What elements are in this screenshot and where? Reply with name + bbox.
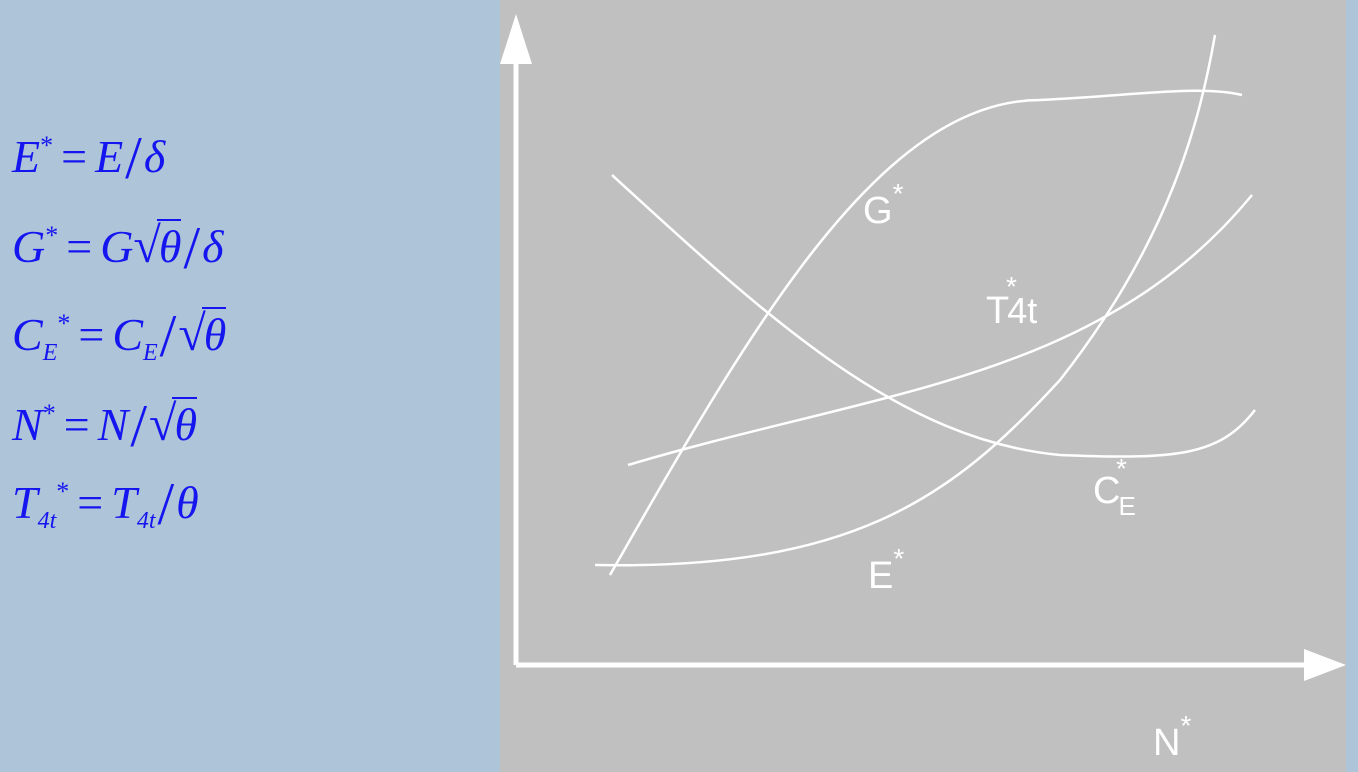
ce-star-curve — [611, 174, 1256, 458]
equation-lhs-superscript: * — [40, 130, 54, 160]
label-g-star: G* — [863, 178, 904, 232]
equation-rhs-subscript: 4t — [136, 508, 156, 535]
equals-sign: = — [77, 477, 104, 528]
t4t-star-curve — [627, 194, 1253, 467]
performance-curves-diagram: G* T4t * CE * E* N* — [500, 0, 1346, 772]
label-ce-star: CE — [1093, 470, 1136, 521]
equals-sign: = — [66, 221, 93, 272]
x-axis-arrowhead — [1304, 649, 1346, 681]
equation-rhs-symbol: N — [97, 399, 129, 450]
equation-lhs-subscript: E — [42, 340, 58, 367]
equation-rhs-symbol: C — [112, 309, 143, 360]
equation-e-star: E*=E/δ — [12, 122, 166, 188]
equation-lhs-superscript: * — [57, 308, 71, 338]
equation-lhs-superscript: * — [45, 220, 59, 250]
equation-rhs-symbol: δ — [143, 131, 166, 182]
equation-rhs-symbol: θ — [176, 477, 199, 528]
equation-lhs-symbol: E — [12, 131, 41, 182]
equation-rhs-symbol: G — [100, 221, 134, 272]
equation-lhs-superscript: * — [56, 476, 70, 506]
equals-sign: = — [61, 131, 88, 182]
equation-rhs-symbol: δ — [202, 221, 224, 272]
label-e-star: E* — [868, 543, 904, 597]
radical-sign: √ — [133, 217, 161, 273]
radical-argument: θ — [172, 397, 198, 450]
equation-rhs-symbol: E — [95, 131, 124, 182]
division-slash: / — [157, 471, 175, 537]
division-slash: / — [159, 303, 177, 369]
label-ce-star-asterisk: * — [1116, 453, 1127, 484]
square-root: √θ — [178, 305, 227, 361]
radical-argument: θ — [156, 219, 182, 272]
equation-t4t-star: T4t*=T4t/θ — [12, 468, 199, 537]
e-star-curve — [594, 34, 1217, 567]
division-slash: / — [183, 215, 201, 281]
radical-sign: √ — [178, 305, 206, 361]
radical-sign: √ — [149, 395, 177, 451]
equation-list: E*=E/δ G*=G√θ/δ CE*=CE/√θ N*=N/√θ T4t*=T… — [0, 0, 480, 772]
g-star-curve — [608, 89, 1243, 576]
equation-rhs-symbol: T — [111, 477, 137, 528]
label-t4t-star: T4t — [986, 290, 1037, 332]
label-t4t-star-asterisk: * — [1006, 271, 1017, 302]
division-slash: / — [130, 393, 147, 459]
y-axis-arrowhead — [500, 14, 532, 64]
equation-n-star: N*=N/√θ — [12, 390, 198, 456]
equation-lhs-subscript: 4t — [37, 508, 57, 535]
equation-lhs-symbol: N — [12, 399, 43, 450]
equals-sign: = — [63, 399, 90, 450]
equals-sign: = — [78, 309, 105, 360]
equation-g-star: G*=G√θ/δ — [12, 212, 224, 278]
radical-argument: θ — [201, 307, 227, 360]
equation-ce-star: CE*=CE/√θ — [12, 300, 227, 369]
equation-lhs-superscript: * — [42, 398, 56, 428]
diagram-canvas: G* T4t * CE * E* N* — [500, 14, 1346, 764]
division-slash: / — [125, 125, 142, 191]
square-root: √θ — [133, 217, 182, 273]
equation-lhs-symbol: G — [12, 221, 46, 272]
equation-rhs-subscript: E — [143, 340, 158, 367]
equation-lhs-symbol: C — [12, 309, 43, 360]
x-axis-label: N* — [1153, 710, 1191, 764]
equation-lhs-symbol: T — [12, 477, 38, 528]
square-root: √θ — [149, 395, 198, 451]
